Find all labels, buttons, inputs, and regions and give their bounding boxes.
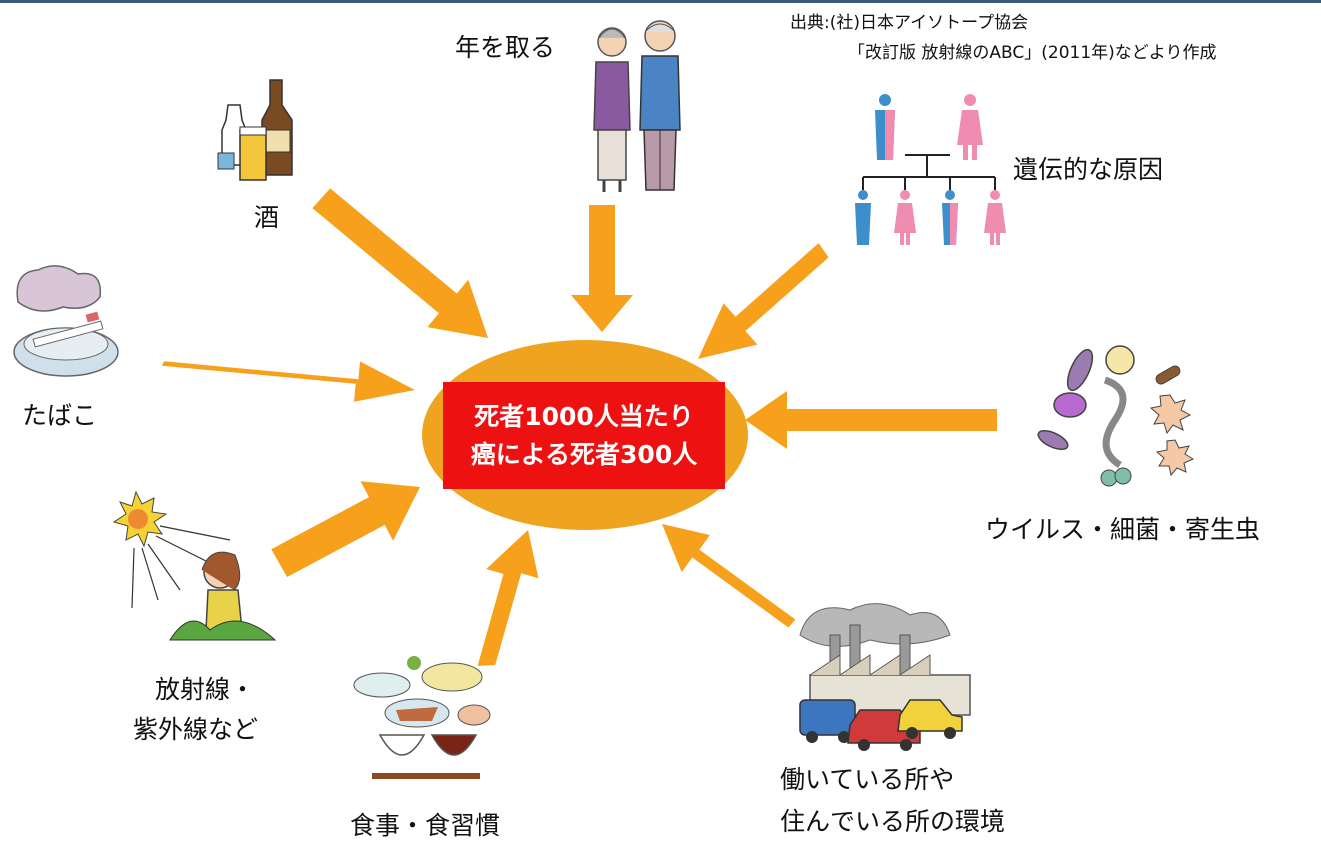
arrow-diet	[477, 530, 539, 666]
sun-woman-illustration	[112, 490, 277, 641]
arrow-tobacco	[161, 361, 415, 402]
label-radiation-line-1: 放射線・	[155, 675, 256, 704]
label-genetic: 遺伝的な原因	[1013, 155, 1164, 184]
label-environment-line-1: 働いている所や	[780, 765, 955, 794]
center-line-1: 死者1000人当たり	[474, 401, 694, 431]
arrow-radiation	[271, 481, 420, 577]
label-aging: 年を取る	[455, 33, 556, 62]
source-line-2: 「改訂版 放射線のABC」(2011年)などより作成	[848, 43, 1217, 63]
center-statistic-box: 死者1000人当たり 癌による死者300人	[443, 382, 725, 489]
arrow-environment	[662, 524, 796, 628]
label-alcohol: 酒	[254, 203, 280, 232]
arrow-genetic	[698, 243, 829, 359]
family-tree-illustration	[855, 94, 1006, 245]
label-microbes: ウイルス・細菌・寄生虫	[985, 515, 1261, 544]
arrow-microbes	[745, 391, 997, 449]
ashtray-cigarette-illustration	[13, 265, 119, 377]
source-line-1: 出典:(社)日本アイソトープ協会	[790, 13, 1029, 33]
label-radiation-line-2: 紫外線など	[133, 715, 259, 744]
factory-cars-illustration	[799, 603, 971, 751]
center-line-2: 癌による死者300人	[470, 439, 698, 469]
label-diet: 食事・食習慣	[350, 811, 501, 840]
meal-illustration	[353, 656, 491, 779]
elderly-couple-illustration	[593, 20, 681, 192]
arrow-aging	[571, 205, 633, 332]
label-environment-line-2: 住んでいる所の環境	[780, 807, 1006, 836]
top-border-line	[0, 0, 1321, 3]
source-citation: 出典:(社)日本アイソトープ協会 「改訂版 放射線のABC」(2011年)などよ…	[790, 8, 1216, 68]
alcohol-bottles-illustration	[217, 79, 293, 181]
label-tobacco: たばこ	[22, 401, 98, 430]
microbes-illustration	[1037, 345, 1195, 487]
arrow-alcohol	[312, 188, 488, 338]
